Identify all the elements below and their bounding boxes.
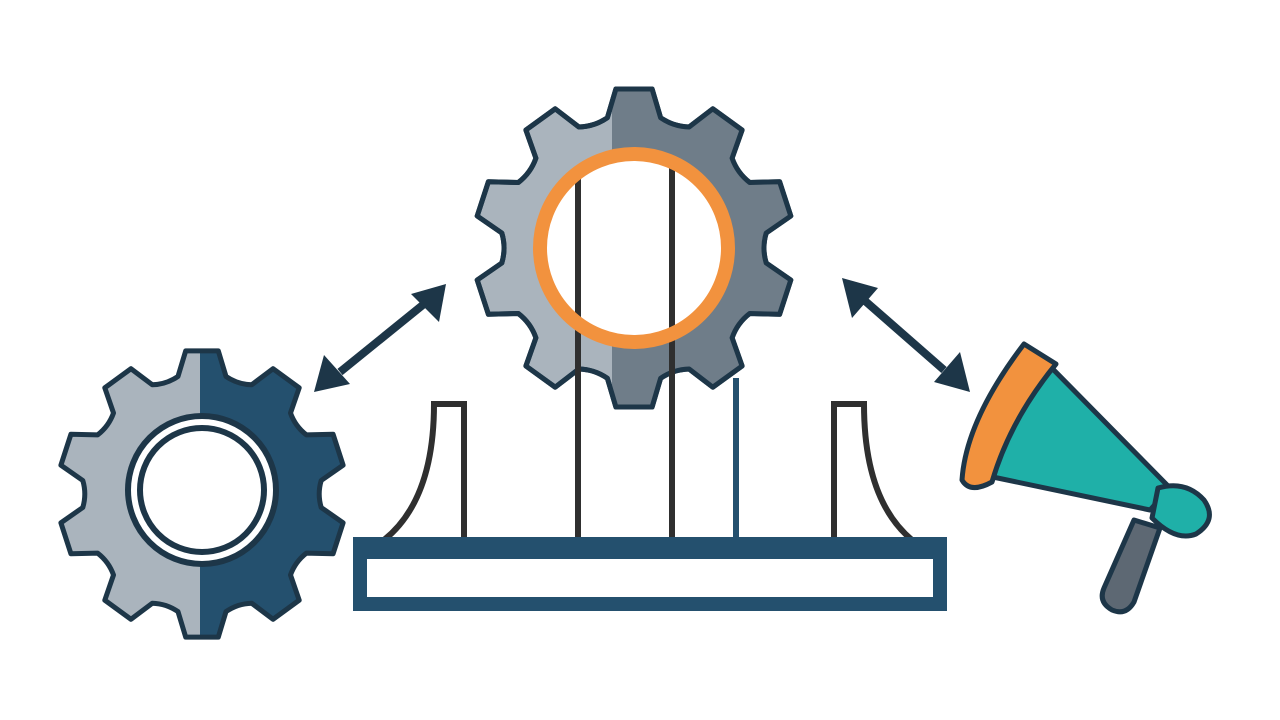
- top-gear-orange-ring: [533, 147, 735, 349]
- bridge-icon: [353, 372, 947, 611]
- double-arrow-icon: [842, 278, 970, 392]
- megaphone-mouthpiece: [1149, 483, 1212, 539]
- gear-outline: [58, 348, 346, 640]
- large-gear-icon: [474, 86, 794, 410]
- small-gear-icon: [58, 348, 346, 640]
- gear-outline: [474, 86, 794, 410]
- megaphone-icon: [959, 341, 1212, 615]
- bridge-left-pylon: [382, 401, 467, 592]
- double-arrow-icon: [314, 284, 446, 392]
- left-gear-hole-inner: [137, 425, 267, 555]
- megaphone-handle: [1099, 517, 1163, 615]
- megaphone-bell: [959, 341, 1059, 490]
- bridge-right-pylon: [831, 401, 914, 592]
- top-gear-hole: [542, 156, 726, 340]
